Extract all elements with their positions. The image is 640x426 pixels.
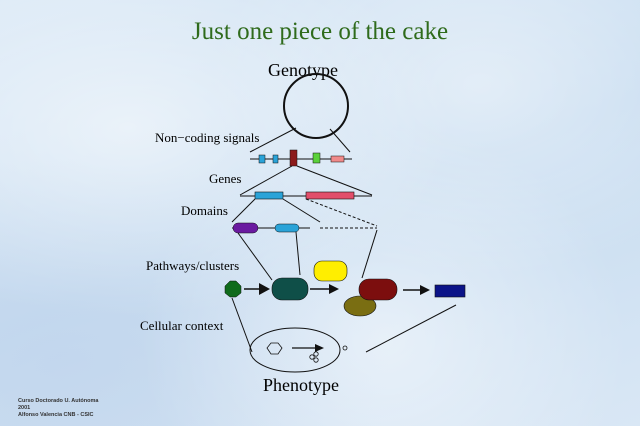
zoom-line bbox=[365, 304, 457, 353]
cellular-context-label: Cellular context bbox=[140, 318, 224, 333]
noncoding-signal bbox=[330, 155, 345, 163]
molecule-icon bbox=[309, 354, 315, 360]
genes-label: Genes bbox=[209, 171, 242, 186]
domain-blue bbox=[274, 223, 300, 233]
molecule-icon bbox=[342, 345, 348, 351]
cell-hexagon bbox=[266, 342, 283, 355]
footer-credits: Curso Doctorado U. Autónoma 2001 Alfonso… bbox=[18, 398, 98, 419]
zoom-line bbox=[231, 198, 256, 223]
footer-line-2: 2001 bbox=[18, 405, 31, 411]
cell-outline bbox=[249, 327, 341, 373]
noncoding-signal bbox=[272, 154, 279, 164]
molecule-icon bbox=[313, 351, 319, 357]
pathway-node-teal bbox=[271, 277, 309, 301]
noncoding-label: Non−coding signals bbox=[155, 130, 260, 145]
noncoding-signal bbox=[312, 152, 321, 164]
zoom-line-dashed bbox=[305, 198, 378, 227]
arrowhead bbox=[315, 344, 324, 352]
pathway-node-maroon bbox=[358, 278, 398, 301]
pathways-label: Pathways/clusters bbox=[146, 258, 240, 273]
domains-label: Domains bbox=[181, 203, 228, 218]
arrowhead bbox=[420, 285, 430, 295]
genotype-circle bbox=[283, 73, 349, 139]
pathway-node-octagon bbox=[224, 280, 242, 298]
arrowhead bbox=[329, 284, 339, 294]
gene-blue bbox=[254, 191, 284, 200]
noncoding-signal bbox=[289, 149, 298, 167]
zoom-line bbox=[282, 198, 321, 223]
zoom-line bbox=[295, 231, 301, 276]
pathway-node-yellow bbox=[313, 260, 348, 282]
footer-line-1: Curso Doctorado U. Autónoma bbox=[18, 398, 99, 404]
domain-purple bbox=[232, 222, 259, 234]
zoom-line bbox=[361, 229, 378, 279]
pathway-node-olive bbox=[343, 295, 377, 317]
phenotype-label: Phenotype bbox=[263, 375, 339, 395]
zoom-line bbox=[296, 165, 373, 196]
footer-line-3: Alfonso Valencia CNB - CSIC bbox=[18, 412, 94, 418]
arrowhead bbox=[259, 283, 270, 295]
noncoding-signal bbox=[258, 154, 266, 164]
zoom-line bbox=[231, 297, 253, 353]
zoom-line bbox=[239, 165, 293, 196]
zoom-line bbox=[329, 128, 351, 153]
zoom-line bbox=[249, 127, 297, 153]
gene-red bbox=[305, 191, 355, 200]
pathway-node-navy bbox=[434, 284, 466, 298]
zoom-line bbox=[237, 232, 273, 281]
molecule-icon bbox=[313, 357, 319, 363]
slide-title: Just one piece of the cake bbox=[191, 18, 449, 45]
